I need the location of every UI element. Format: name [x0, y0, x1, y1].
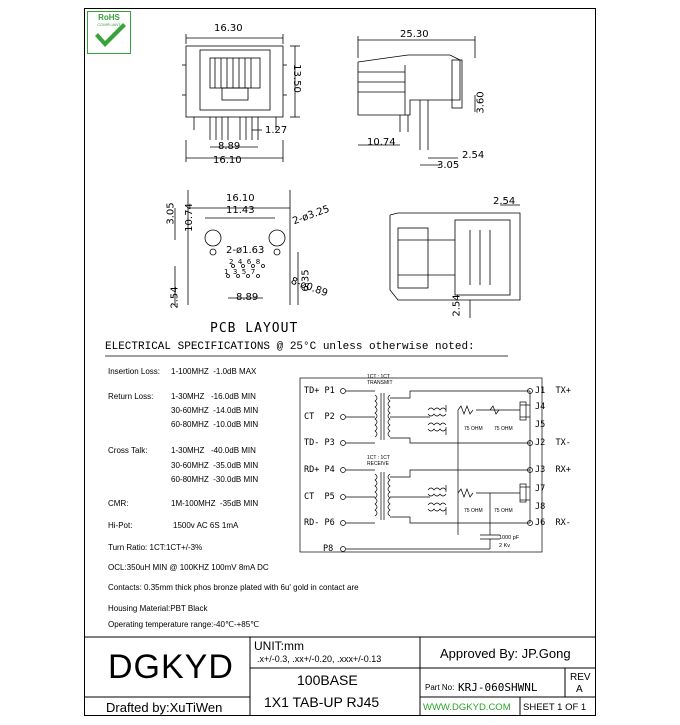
- cross-talk-row: 1-30MHZ -40.0dB MIN: [171, 446, 256, 455]
- schematic-left-pin: CT P2: [304, 412, 335, 422]
- cross-talk-row: 30-60MHZ -35.0dB MIN: [171, 461, 259, 470]
- rohs-sub: COMPLIANT: [97, 22, 121, 27]
- hipot-label: Hi-Pot:: [108, 521, 133, 530]
- schematic-right-pin: J6 RX-: [535, 518, 571, 528]
- check-icon: [95, 23, 126, 47]
- dim-pcb-mid: 10.74: [183, 203, 195, 232]
- insertion-loss-value: 1-100MHZ -1.0dB MAX: [171, 367, 257, 376]
- hipot-value: 1500v AC 6S 1mA: [173, 521, 239, 530]
- schematic-right-pin: J8: [535, 502, 546, 512]
- dim-side-height: 3.60: [475, 91, 487, 114]
- schematic-left-pin: RD+ P4: [304, 465, 335, 475]
- dim-pcb-top: 3.05: [165, 202, 177, 225]
- dim-side-leg: 10.74: [367, 137, 396, 148]
- schematic-right-pin: J7: [535, 484, 546, 494]
- schematic-right-pin: J4: [535, 402, 546, 412]
- ohm-label: 75 OHM: [464, 508, 483, 514]
- pcb-pin-labels-top: 2 4 6 8: [229, 258, 261, 266]
- dim-pcb-pin-span: 8.89: [236, 292, 259, 303]
- pcb-layout-title: PCB LAYOUT: [210, 321, 299, 336]
- dim-front-width-top: 16.30: [214, 23, 243, 34]
- schematic-left-pin: TD+ P1: [304, 386, 335, 396]
- dim-front-height: 13.50: [290, 64, 302, 93]
- ohm-label: 75 OHM: [464, 426, 483, 432]
- dim-side-length: 25.30: [400, 29, 429, 40]
- rohs-badge: RoHS COMPLIANT: [87, 11, 131, 54]
- tolerance-label: .x+/-0.3, .xx+/-0.20, .xxx+/-0.13: [257, 654, 382, 664]
- housing: Housing Material:PBT Black: [108, 604, 208, 613]
- drafted-by: Drafted by:XuTiWen: [106, 700, 223, 715]
- website-link[interactable]: WWW.DGKYD.COM: [423, 702, 511, 713]
- approved-by: Approved By: JP.Gong: [440, 646, 571, 661]
- dim-front-pin-span: 8.89: [218, 141, 241, 152]
- schematic-left-pin: RD- P6: [304, 518, 335, 528]
- dim-side-d2: 3.05: [437, 160, 460, 171]
- company-logo: DGKYD: [108, 648, 234, 686]
- dim-bottom-top: 2.54: [493, 196, 516, 207]
- dim-front-pitch: 1.27: [265, 125, 288, 136]
- rev-value: A: [576, 684, 583, 695]
- contacts: Contacts: 0.35mm thick phos bronze plate…: [108, 583, 359, 592]
- electrical-title: ELECTRICAL SPECIFICATIONS @ 25°C unless …: [105, 341, 475, 353]
- cross-talk-row: 60-80MHZ -30.0dB MIN: [171, 475, 259, 484]
- part-number: KRJ-060SHWNL: [458, 681, 538, 694]
- product-line1: 100BASE: [297, 672, 358, 688]
- schematic-left-pin: P8: [323, 544, 334, 554]
- transmit-label: 1CT : 1CT TRANSMIT: [367, 374, 393, 386]
- cross-talk-label: Cross Talk:: [108, 446, 148, 455]
- insertion-loss-label: Insertion Loss:: [108, 367, 161, 376]
- rev-label: REV: [570, 672, 591, 683]
- ohm-label: 75 OHM: [494, 508, 513, 514]
- cmr-value: 1M-100MHZ -35dB MIN: [171, 499, 259, 508]
- cap-label: 1000 pF 2 Kv: [499, 535, 520, 549]
- receive-label: 1CT : 1CT RECEIVE: [367, 455, 390, 467]
- unit-label: UNIT:mm: [254, 639, 304, 653]
- ohm-label: 75 OHM: [494, 426, 513, 432]
- return-loss-row: 1-30MHZ -16.0dB MIN: [171, 392, 256, 401]
- turn-ratio: Turn Ratio: 1CT:1CT+/-3%: [108, 543, 203, 552]
- schematic-right-pin: J3 RX+: [535, 465, 571, 475]
- ocl: OCL:350uH MIN @ 100KHZ 100mV 8mA DC: [108, 563, 269, 572]
- dim-pcb-hole-small: 2-ø1.63: [226, 245, 265, 256]
- dim-pcb-right: 6.35: [300, 269, 312, 292]
- schematic-left-pin: CT P5: [304, 492, 335, 502]
- schematic-left-pin: TD- P3: [304, 438, 335, 448]
- part-label: Part No:: [425, 683, 455, 692]
- dim-front-width-bottom: 16.10: [213, 155, 242, 166]
- schematic-right-pin: J5: [535, 420, 546, 430]
- temp-range: Operating temperature range:-40℃-+85℃: [108, 620, 260, 629]
- return-loss-row: 60-80MHZ -10.0dB MIN: [171, 420, 259, 429]
- product-line2: 1X1 TAB-UP RJ45: [264, 694, 380, 710]
- dim-bottom-side: 2.54: [451, 294, 463, 317]
- dim-pcb-bottom: 2.54: [169, 286, 181, 309]
- schematic-right-pin: J2 TX-: [535, 438, 571, 448]
- drawing-border: [84, 8, 596, 716]
- schematic-right-pin: J1 TX+: [535, 386, 571, 396]
- pcb-pin-labels-bottom: 1 3 5 7: [224, 268, 256, 276]
- cmr-label: CMR:: [108, 499, 129, 508]
- return-loss-label: Return Loss:: [108, 392, 154, 401]
- dim-pcb-inner: 11.43: [226, 205, 255, 216]
- dim-side-d1: 2.54: [462, 150, 485, 161]
- rohs-label: RoHS: [98, 13, 120, 22]
- return-loss-row: 30-60MHZ -14.0dB MIN: [171, 406, 259, 415]
- sheet-label: SHEET 1 OF 1: [523, 702, 587, 713]
- dim-pcb-outer: 16.10: [226, 193, 255, 204]
